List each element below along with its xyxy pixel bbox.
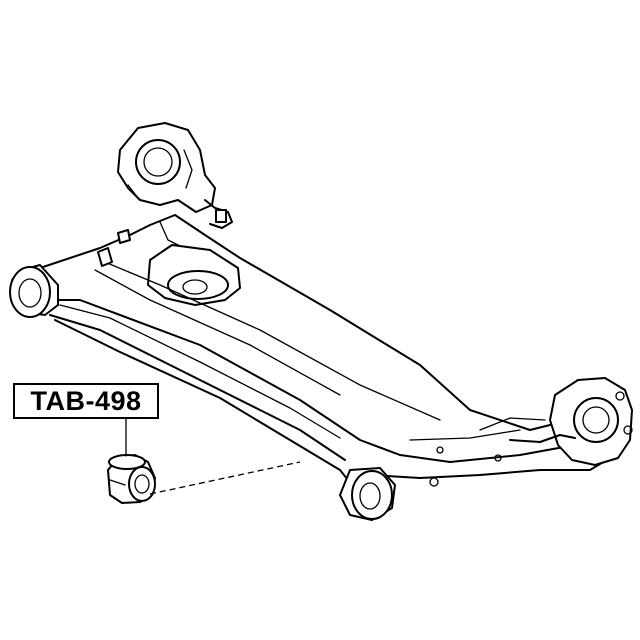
part-number: TAB-498 (30, 385, 142, 416)
beam-body (39, 214, 616, 496)
left-knuckle (117, 122, 233, 229)
bushing-drawing (107, 454, 156, 504)
left-pivot-eye (9, 264, 59, 318)
rear-axle-beam-drawing (9, 122, 633, 521)
part-number-box: TAB-498 (13, 383, 159, 419)
right-pivot-eye (339, 467, 396, 521)
install-dashed-line (149, 461, 301, 495)
right-knuckle (436, 377, 633, 466)
left-spring-seat (147, 244, 241, 306)
